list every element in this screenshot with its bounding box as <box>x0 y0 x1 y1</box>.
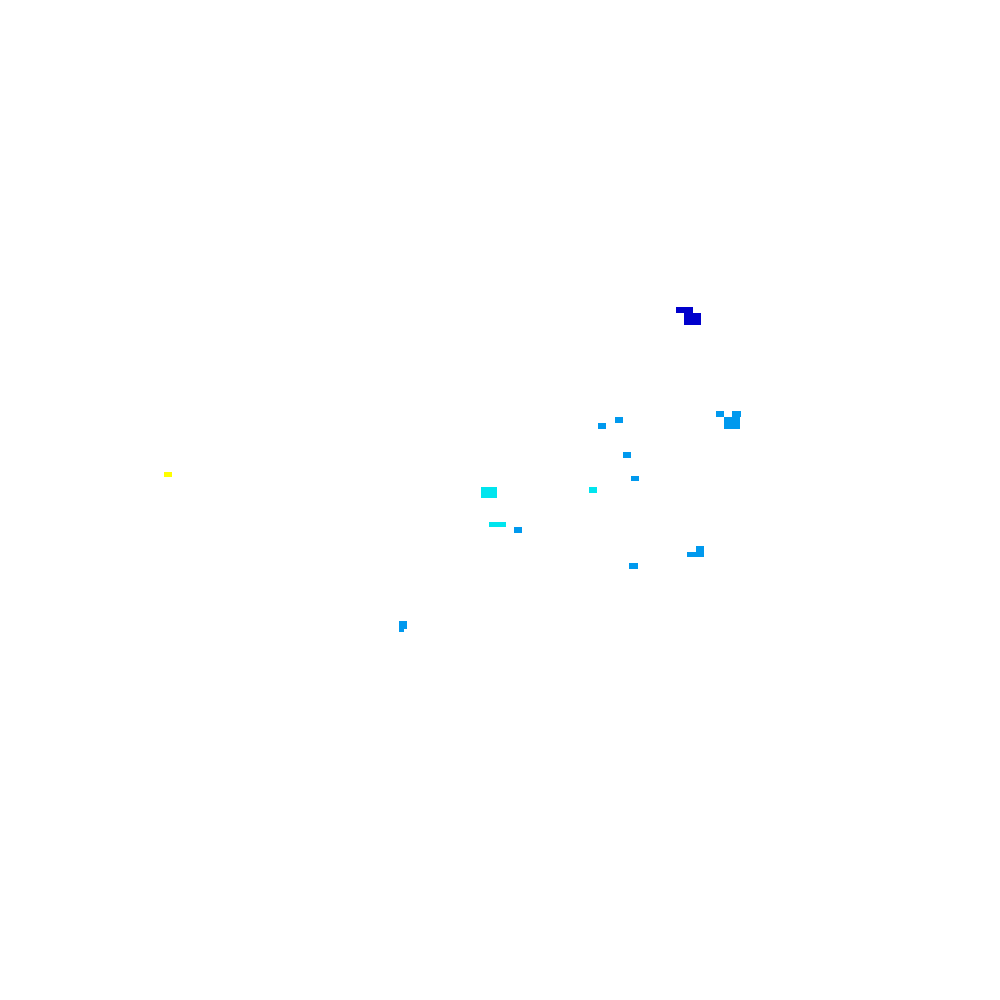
blue-dot-6 <box>629 563 638 569</box>
blue-dot-5 <box>514 527 522 533</box>
blue-pixel <box>399 621 407 629</box>
blue-pixel <box>724 417 740 429</box>
blue-pixel <box>687 552 704 557</box>
cyan-dot-small <box>589 487 597 493</box>
blue-dot-4 <box>631 476 639 481</box>
cyan-bar <box>489 522 506 527</box>
blue-pixel <box>399 629 404 632</box>
blue-pixel <box>732 411 741 417</box>
cyan-square <box>481 487 497 498</box>
blue-dot-2 <box>598 423 606 429</box>
blue-pixel <box>716 411 724 417</box>
blue-dot-3 <box>623 452 631 458</box>
blue-pixel <box>696 546 704 552</box>
yellow-dot <box>164 472 172 477</box>
blue-dot-1 <box>615 417 623 423</box>
dark-blue-pixel <box>684 313 701 325</box>
dark-blue-pixel <box>676 307 693 313</box>
